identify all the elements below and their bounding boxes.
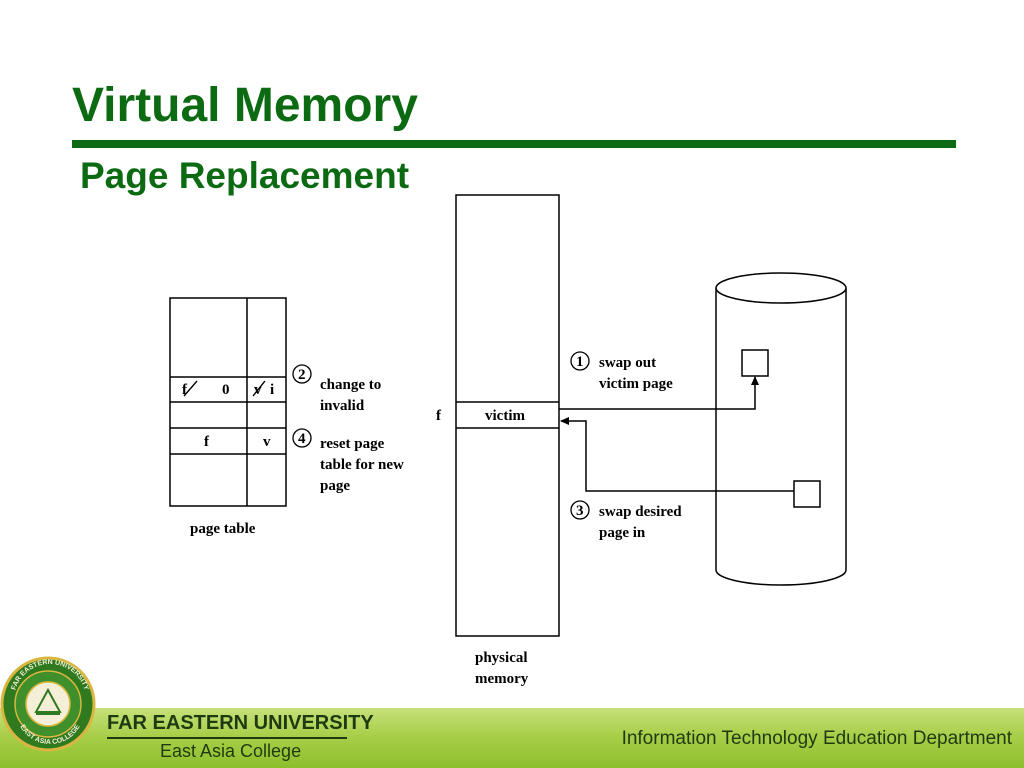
slide-title: Virtual Memory — [72, 79, 418, 132]
step-number: 2 — [298, 367, 306, 383]
step-1: 1 swap out victim page — [570, 351, 673, 392]
step-label-line: table for new — [320, 457, 404, 473]
page-table — [169, 297, 287, 507]
backing-store-disk — [715, 272, 847, 586]
disk-desired-page-slot — [793, 480, 821, 508]
step-label-line: page — [320, 478, 350, 494]
page-replacement-diagram: f 0 v i f v page table 2 change to inval… — [169, 194, 847, 687]
strike-mark — [252, 380, 266, 397]
disk-top — [715, 272, 847, 304]
slide-subtitle: Page Replacement — [80, 155, 410, 196]
page-table-desired-frame: f — [204, 434, 210, 450]
step-label-line: reset page — [320, 436, 385, 452]
physical-memory-caption-line: memory — [475, 671, 529, 687]
page-table-new-bit: i — [270, 382, 274, 398]
title-underline — [72, 140, 956, 148]
department-name: Information Technology Education Departm… — [621, 728, 1012, 749]
university-seal-logo: FAR EASTERN UNIVERSITY EAST ASIA COLLEGE — [0, 656, 96, 752]
step-label-line: page in — [599, 525, 646, 541]
step-number-circle — [292, 364, 312, 384]
step-number-circle — [570, 351, 590, 371]
step-3: 3 swap desired page in — [570, 500, 682, 541]
step-4: 4 reset page table for new page — [292, 428, 404, 494]
step-label-line: swap desired — [599, 504, 682, 520]
physical-memory — [455, 194, 560, 637]
step-number: 4 — [298, 431, 306, 447]
step-label-line: victim page — [599, 376, 673, 392]
swap-in-arrow — [560, 417, 794, 492]
step-2: 2 change to invalid — [292, 364, 381, 414]
university-name: FAR EASTERN UNIVERSITY — [107, 712, 374, 734]
page-table-new-frame: 0 — [222, 382, 230, 398]
page-table-caption: page table — [190, 521, 256, 537]
step-number: 3 — [576, 503, 584, 519]
step-label-line: swap out — [599, 355, 656, 371]
physical-memory-caption-line: physical — [475, 650, 528, 666]
physical-memory-outline — [455, 194, 560, 637]
college-name: East Asia College — [160, 741, 302, 761]
step-number: 1 — [576, 354, 584, 370]
step-label-line: change to — [320, 377, 381, 393]
step-number-circle — [570, 500, 590, 520]
strike-mark — [183, 380, 198, 397]
physical-frame-label: f — [436, 408, 442, 424]
disk-body — [715, 288, 847, 586]
disk-victim-page-slot — [741, 349, 769, 377]
page-table-old-frame: f — [182, 382, 188, 398]
step-number-circle — [292, 428, 312, 448]
university-name-underline — [107, 737, 347, 739]
victim-label: victim — [485, 408, 525, 424]
page-table-desired-bit: v — [263, 434, 271, 450]
swap-out-arrow — [559, 376, 759, 410]
step-label-line: invalid — [320, 398, 365, 414]
